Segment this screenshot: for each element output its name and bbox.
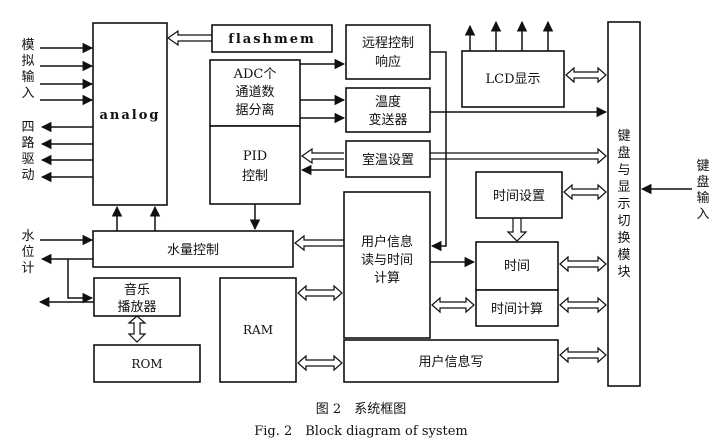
ram-label: RAM: [243, 323, 273, 337]
svg-text:拟: 拟: [21, 54, 34, 69]
svg-text:路: 路: [21, 135, 34, 151]
kb-char-2: 盘: [617, 145, 630, 161]
rom-block: ROM: [93, 344, 201, 383]
analog-label: analog: [100, 108, 161, 123]
water-level-meter-label: 水 位 计: [21, 229, 34, 276]
analog-block: analog: [92, 22, 168, 206]
rom-label: ROM: [131, 357, 162, 371]
kb-char-8: 模: [617, 248, 630, 263]
music-label-2: 播放器: [117, 300, 156, 315]
svg-text:位: 位: [21, 245, 34, 260]
ram-block: RAM: [219, 277, 297, 383]
user-info-label-1: 用户信息: [361, 234, 413, 250]
time-calc-label: 时间计算: [491, 302, 543, 317]
adc-label-2: 通道数: [235, 85, 274, 100]
kb-char-5: 示: [617, 197, 630, 212]
keyboard-display-switch-block: 键 盘 与 显 示 切 换 模 块: [607, 21, 641, 387]
adc-block: ADC个 通道数 据分离: [209, 59, 301, 127]
svg-text:四: 四: [21, 120, 34, 135]
svg-text:入: 入: [21, 86, 34, 101]
user-info-label-2: 读与时间: [361, 253, 413, 268]
time-block: 时间: [475, 241, 559, 291]
svg-text:驱: 驱: [21, 152, 34, 167]
time-setting-block: 时间设置: [475, 171, 563, 219]
adc-label-1: ADC个: [233, 67, 277, 82]
temp-label-1: 温度: [375, 94, 401, 110]
caption-english: Fig. 2 Block diagram of system: [254, 424, 468, 439]
pid-block: PID 控制: [209, 125, 301, 205]
analog-input-label: 模 拟 输 入: [21, 38, 34, 101]
svg-text:输: 输: [21, 69, 34, 85]
kb-char-9: 块: [617, 265, 630, 280]
room-temp-setting-block: 室温设置: [345, 140, 431, 178]
music-label-1: 音乐: [124, 282, 150, 298]
kb-char-6: 切: [617, 214, 630, 229]
svg-text:模: 模: [21, 38, 34, 53]
user-write-label: 用户信息写: [418, 354, 483, 370]
room-temp-label: 室温设置: [362, 152, 414, 168]
connection-arrows: [38, 20, 692, 308]
music-player-block: 音乐 播放器: [93, 277, 181, 317]
svg-text:输: 输: [696, 190, 709, 206]
svg-text:水: 水: [21, 229, 34, 244]
four-way-drive-label: 四 路 驱 动: [21, 120, 34, 183]
user-info-label-3: 计算: [374, 271, 400, 286]
pid-label-1: PID: [243, 149, 267, 164]
lcd-display-block: LCD显示: [461, 50, 565, 108]
svg-text:入: 入: [696, 207, 709, 222]
data-bus-arrows: [127, 29, 607, 372]
pid-label-2: 控制: [242, 169, 268, 184]
kb-char-7: 换: [617, 231, 630, 246]
kb-char-1: 键: [617, 129, 630, 144]
water-control-label: 水量控制: [167, 243, 219, 258]
user-info-read-block: 用户信息 读与时间 计算: [343, 191, 431, 339]
water-control-block: 水量控制: [92, 230, 294, 268]
svg-text:计: 计: [21, 261, 34, 276]
temp-label-2: 变送器: [368, 112, 407, 128]
kb-char-3: 与: [617, 163, 630, 178]
remote-label-2: 响应: [375, 54, 401, 70]
flashmem-block: flashmem: [211, 24, 333, 53]
time-setting-label: 时间设置: [493, 189, 545, 204]
time-label: 时间: [504, 259, 530, 274]
remote-control-block: 远程控制 响应: [345, 24, 431, 80]
temp-transmitter-block: 温度 变送器: [345, 87, 431, 133]
flashmem-label: flashmem: [228, 32, 316, 47]
caption-chinese: 图 2 系统框图: [315, 402, 407, 417]
adc-label-3: 据分离: [235, 102, 274, 118]
keyboard-input-label: 键 盘 输 入: [696, 159, 709, 222]
time-calc-block: 时间计算: [475, 289, 559, 327]
remote-label-1: 远程控制: [362, 36, 414, 51]
lcd-label: LCD显示: [485, 72, 540, 87]
svg-text:键: 键: [696, 159, 709, 174]
user-info-write-block: 用户信息写: [343, 339, 559, 383]
svg-text:动: 动: [21, 168, 34, 183]
svg-text:盘: 盘: [696, 174, 709, 190]
kb-char-4: 显: [617, 180, 630, 195]
